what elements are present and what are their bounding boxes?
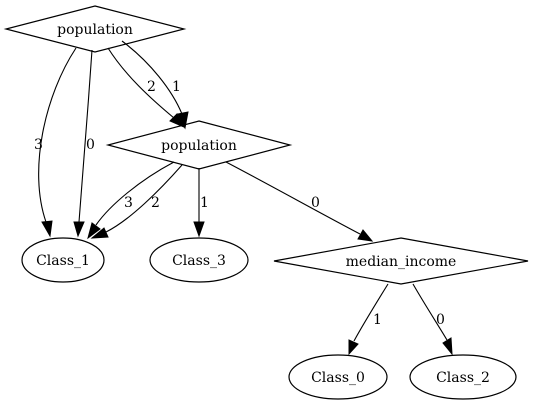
node-label: Class_3: [172, 253, 226, 269]
edge-label: 0: [436, 312, 445, 328]
node-label: population: [57, 22, 133, 38]
edge-label: 3: [34, 137, 43, 153]
node-class-3[interactable]: Class_3: [149, 237, 249, 283]
edge-label: 1: [373, 312, 382, 328]
edge-root-class1-3: 3: [34, 47, 77, 238]
edge-root-class1-0: 0: [73, 49, 95, 238]
edge-root-pop2-2: 2: [107, 47, 186, 129]
edge-med-class2-0: 0: [412, 283, 453, 356]
node-label: population: [161, 138, 237, 154]
node-class-2[interactable]: Class_2: [409, 354, 517, 400]
node-class-1[interactable]: Class_1: [21, 237, 105, 283]
node-label: Class_1: [36, 253, 90, 269]
edge-pop2-class1-2: 2: [90, 164, 183, 239]
edge-label: 1: [172, 79, 181, 95]
node-label: Class_2: [436, 370, 490, 386]
node-label: median_income: [346, 254, 457, 270]
edge-label: 0: [311, 195, 320, 211]
edge-label: 2: [151, 195, 160, 211]
node-label: Class_0: [311, 370, 365, 386]
edge-med-class0-1: 1: [348, 283, 389, 356]
edge-pop2-med-0: 0: [225, 161, 374, 242]
edge-pop2-class1-3: 3: [87, 161, 175, 240]
node-class-0[interactable]: Class_0: [288, 354, 388, 400]
edge-label: 2: [147, 79, 156, 95]
edge-label: 3: [124, 195, 133, 211]
node-population[interactable]: population: [105, 120, 293, 170]
node-median-income[interactable]: median_income: [273, 237, 529, 285]
edge-label: 1: [200, 195, 209, 211]
node-root-population[interactable]: population: [3, 5, 187, 53]
edge-pop2-class3-1: 1: [193, 168, 209, 238]
edge-label: 0: [86, 137, 95, 153]
